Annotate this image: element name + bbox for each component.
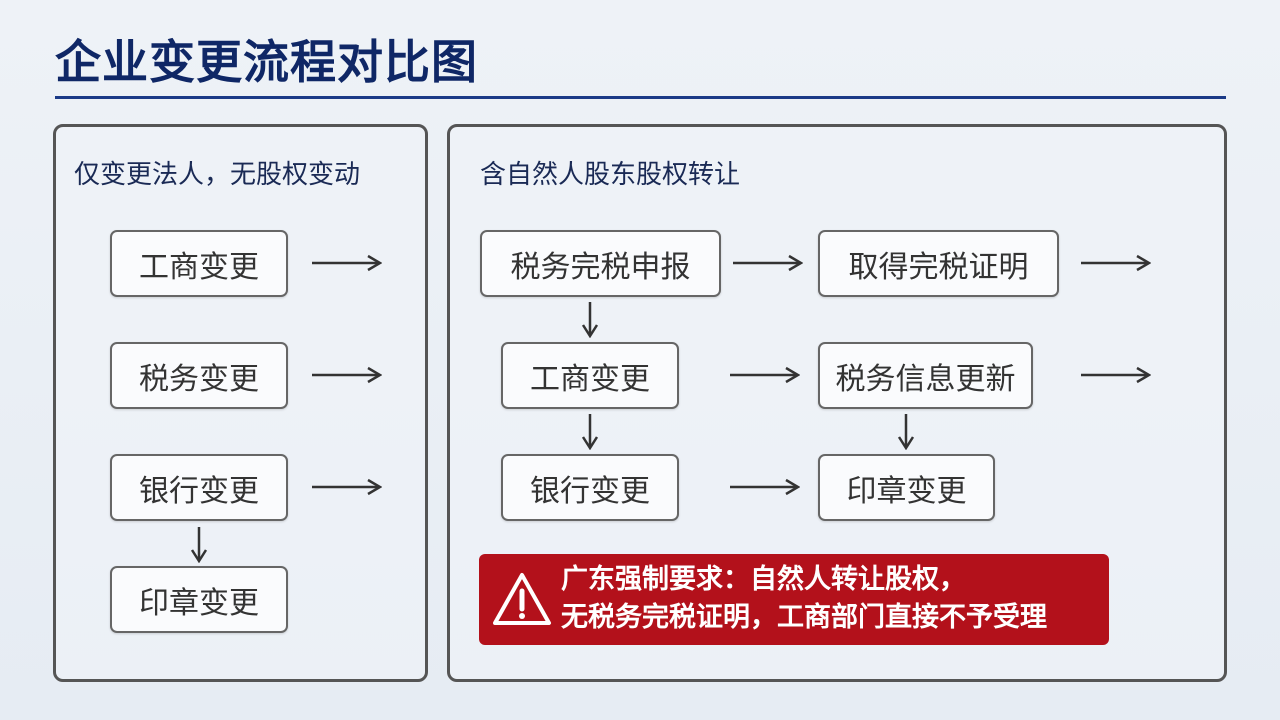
down-arrow-icon <box>581 414 599 450</box>
step-tax-change: 税务变更 <box>110 342 288 409</box>
page-title: 企业变更流程对比图 <box>55 35 478 89</box>
step-bank-change: 银行变更 <box>501 454 679 521</box>
step-business-change: 工商变更 <box>501 342 679 409</box>
step-tax-filing: 税务完税申报 <box>480 230 721 297</box>
warning-line-1: 广东强制要求：自然人转让股权， <box>561 564 966 595</box>
down-arrow-icon <box>897 414 915 450</box>
step-tax-info-update: 税务信息更新 <box>818 342 1033 409</box>
right-arrow-icon <box>312 478 382 496</box>
right-panel-heading: 含自然人股东股权转让 <box>480 160 741 190</box>
step-business-change: 工商变更 <box>110 230 288 297</box>
step-bank-change: 银行变更 <box>110 454 288 521</box>
title-divider <box>55 96 1226 99</box>
right-arrow-icon <box>1081 366 1151 384</box>
right-arrow-icon <box>1081 254 1151 272</box>
right-arrow-icon <box>312 254 382 272</box>
warning-triangle-icon <box>493 573 551 625</box>
right-arrow-icon <box>312 366 382 384</box>
right-arrow-icon <box>730 478 800 496</box>
step-tax-certificate: 取得完税证明 <box>818 230 1059 297</box>
down-arrow-icon <box>190 527 208 563</box>
down-arrow-icon <box>581 302 599 338</box>
step-seal-change: 印章变更 <box>818 454 995 521</box>
warning-banner: 广东强制要求：自然人转让股权， 无税务完税证明，工商部门直接不予受理 <box>479 554 1109 645</box>
step-seal-change: 印章变更 <box>110 566 288 633</box>
left-panel-heading: 仅变更法人，无股权变动 <box>74 160 361 190</box>
right-arrow-icon <box>733 254 803 272</box>
right-arrow-icon <box>730 366 800 384</box>
warning-line-2: 无税务完税证明，工商部门直接不予受理 <box>561 602 1047 633</box>
